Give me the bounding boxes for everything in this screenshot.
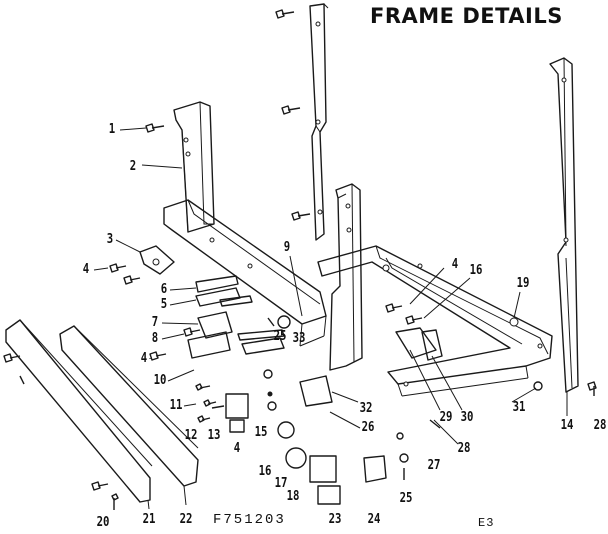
callout-27: 27 <box>427 458 441 473</box>
callout-4c: 4 <box>233 441 241 456</box>
hardware <box>3 9 597 510</box>
base-frame <box>317 245 553 397</box>
callout-25a: 25 <box>273 329 287 344</box>
callout-17: 17 <box>274 476 288 491</box>
callout-5: 5 <box>160 297 168 312</box>
callout-4a: 4 <box>82 262 90 277</box>
callout-32: 32 <box>359 401 373 416</box>
callout-20: 20 <box>96 515 110 530</box>
callout-31: 31 <box>512 400 526 415</box>
drawing-code: F751203 <box>213 512 286 528</box>
callout-4d: 4 <box>451 257 459 272</box>
callout-22: 22 <box>179 512 193 527</box>
callout-11: 11 <box>169 398 183 413</box>
top-rail <box>309 3 329 241</box>
callout-21: 21 <box>142 512 156 527</box>
callout-26: 26 <box>361 420 375 435</box>
callout-24: 24 <box>367 512 381 527</box>
page-code: E3 <box>478 516 495 530</box>
callout-23: 23 <box>328 512 342 527</box>
callout-2: 2 <box>129 159 137 174</box>
callout-33: 33 <box>292 331 306 346</box>
right-rail <box>549 57 579 416</box>
callout-15: 15 <box>254 425 268 440</box>
diagram-title: FRAME DETAILS <box>370 4 563 28</box>
callout-16a: 16 <box>258 464 272 479</box>
left-upright <box>141 101 215 233</box>
callout-1: 1 <box>108 122 116 137</box>
bottom-rails <box>5 319 199 510</box>
callout-14: 14 <box>560 418 574 433</box>
callout-28b: 28 <box>593 418 607 433</box>
leader-lines <box>93 127 537 445</box>
callout-8: 8 <box>151 331 159 346</box>
callout-3: 3 <box>106 232 114 247</box>
callout-28a: 28 <box>457 441 471 456</box>
callout-25b: 25 <box>399 491 413 506</box>
callout-18: 18 <box>286 489 300 504</box>
callout-7: 7 <box>151 315 159 330</box>
callout-4b: 4 <box>140 351 148 366</box>
callout-29: 29 <box>439 410 453 425</box>
center-upright <box>329 183 363 371</box>
callout-16b: 16 <box>469 263 483 278</box>
cross-member <box>163 199 327 347</box>
callout-19: 19 <box>516 276 530 291</box>
callout-10: 10 <box>153 373 167 388</box>
callout-6: 6 <box>160 282 168 297</box>
callout-9: 9 <box>283 240 291 255</box>
callout-13: 13 <box>207 428 221 443</box>
callout-12: 12 <box>184 428 198 443</box>
callout-30: 30 <box>460 410 474 425</box>
